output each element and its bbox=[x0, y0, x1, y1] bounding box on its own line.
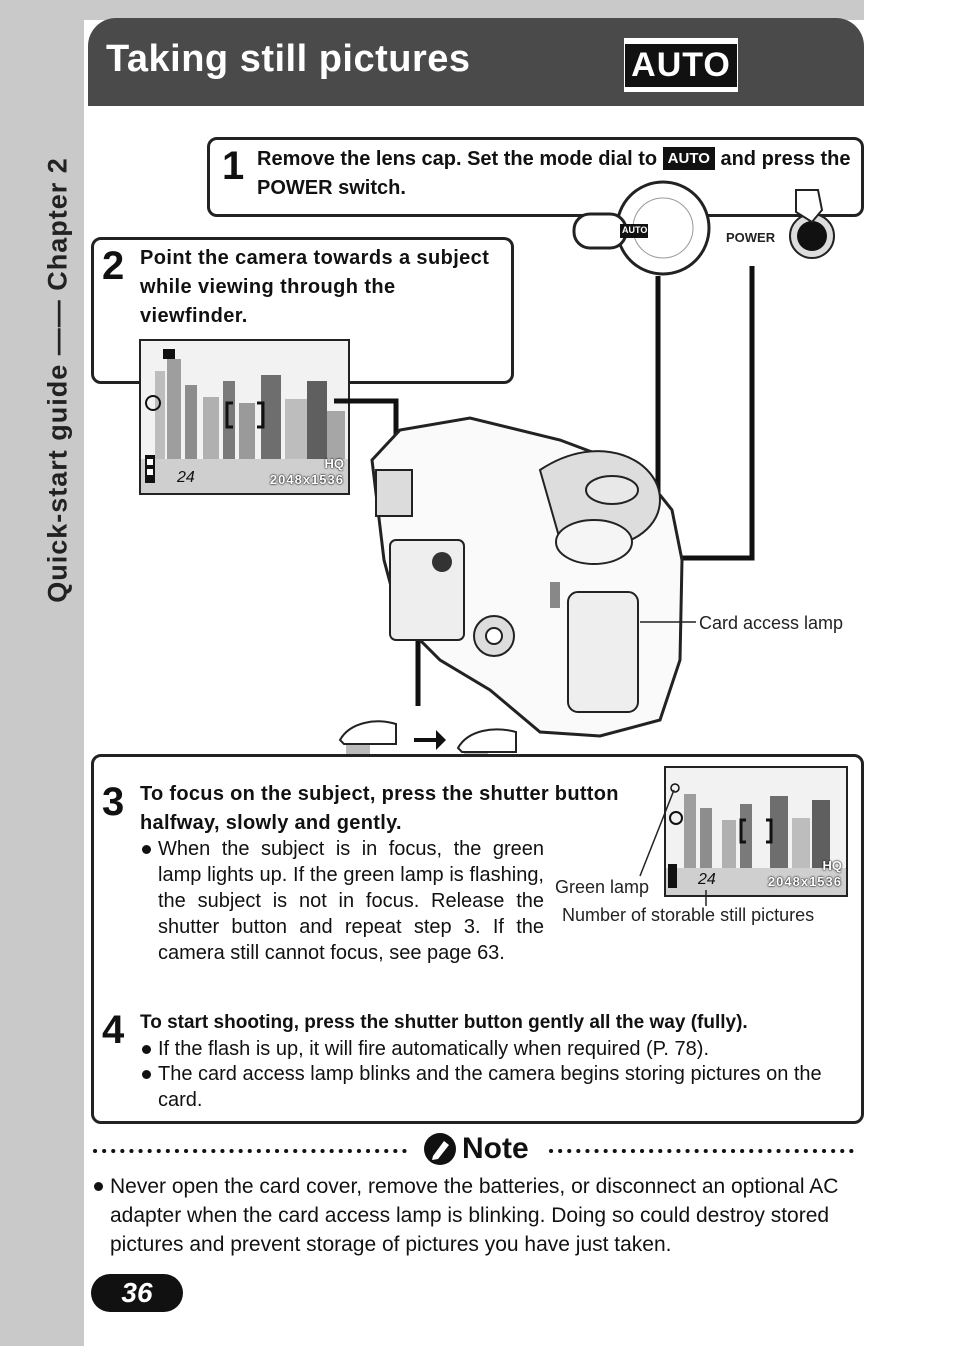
step2-number: 2 bbox=[102, 244, 125, 288]
lcd2-count: 24 bbox=[698, 871, 716, 888]
step2-text: Point the camera towards a subject while… bbox=[140, 247, 490, 327]
page-number: 36 bbox=[91, 1274, 183, 1312]
side-band bbox=[0, 0, 84, 1346]
power-label: POWER bbox=[726, 230, 776, 245]
step4-bullet-2: The card access lamp blinks and the came… bbox=[140, 1061, 852, 1113]
note-dots-right bbox=[549, 1149, 862, 1153]
step3-bullet: When the subject is in focus, the green … bbox=[140, 836, 544, 966]
focus-lcd: HQ 2048x1536 24 bbox=[664, 766, 848, 897]
lcd-count: 24 bbox=[177, 469, 195, 486]
note-dots-left bbox=[93, 1149, 410, 1153]
step1-box bbox=[207, 137, 864, 217]
step3-text: To focus on the subject, press the shutt… bbox=[140, 783, 619, 834]
auto-mode-badge-text: AUTO bbox=[625, 43, 737, 87]
step4-text: To start shooting, press the shutter but… bbox=[140, 1012, 748, 1033]
step4-bullet-1: If the flash is up, it will fire automat… bbox=[140, 1036, 852, 1062]
auto-inline-badge: AUTO bbox=[662, 147, 715, 170]
step3-number: 3 bbox=[102, 780, 125, 824]
step1-text: Remove the lens cap. Set the mode dial t… bbox=[257, 145, 851, 203]
note-text: Never open the card cover, remove the ba… bbox=[92, 1172, 882, 1259]
lcd-resolution: 2048x1536 bbox=[269, 472, 344, 487]
storable-pictures-label: Number of storable still pictures bbox=[562, 905, 815, 925]
green-lamp-label: Green lamp bbox=[555, 877, 650, 897]
step1-number: 1 bbox=[222, 144, 245, 188]
pencil-icon bbox=[424, 1133, 456, 1165]
auto-mode-badge: AUTO bbox=[624, 38, 738, 92]
chapter-label: Quick-start guide —— Chapter 2 bbox=[42, 157, 73, 603]
city-skyline-image bbox=[141, 341, 348, 493]
dial-auto-label: AUTO bbox=[622, 225, 648, 235]
lcd2-quality: HQ bbox=[822, 858, 843, 873]
lcd2-resolution: 2048x1536 bbox=[767, 874, 842, 889]
city-skyline-image-2 bbox=[666, 768, 846, 895]
page-header: Taking still pictures AUTO bbox=[88, 18, 864, 106]
step4-number: 4 bbox=[102, 1008, 125, 1052]
top-band bbox=[84, 0, 864, 20]
step1-text-before: Remove the lens cap. Set the mode dial t… bbox=[257, 148, 658, 170]
note-header: Note bbox=[424, 1132, 529, 1166]
chapter-sidebar: Quick-start guide —— Chapter 2 bbox=[0, 0, 84, 1346]
page-title: Taking still pictures bbox=[106, 38, 471, 80]
lcd-quality: HQ bbox=[324, 456, 345, 471]
note-title: Note bbox=[462, 1132, 529, 1165]
card-access-lamp-label: Card access lamp bbox=[699, 613, 844, 633]
step1-text-after: and press the POWER switch. bbox=[257, 148, 851, 199]
viewfinder-lcd: HQ 2048x1536 24 bbox=[139, 339, 350, 495]
